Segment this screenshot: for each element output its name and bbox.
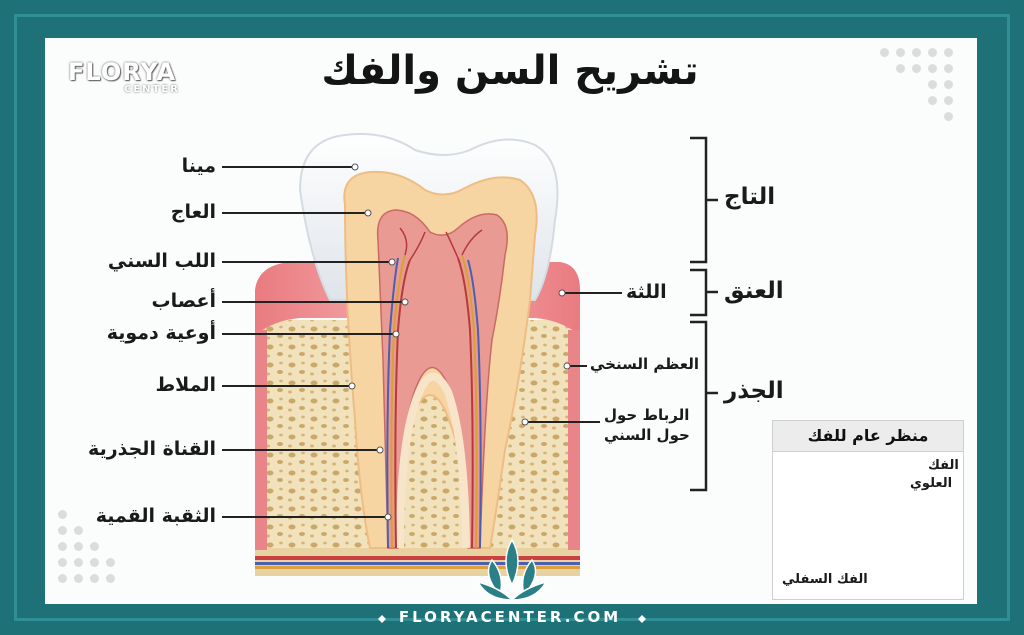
footer-emblem	[476, 538, 548, 601]
brand-sub: CENTER	[124, 84, 180, 95]
label-cementum: الملاط	[155, 374, 216, 396]
label-pdl-line1: الرباط حول	[604, 406, 690, 424]
leader-dots-left	[348, 163, 409, 521]
section-brackets	[690, 136, 718, 492]
label-pdl-line2: حول السني	[604, 426, 690, 444]
root-canal-inner	[396, 372, 470, 549]
label-upper-jaw-2: العلوي	[910, 476, 953, 491]
label-pulp: اللب السني	[107, 250, 216, 272]
leader-lines-left	[222, 166, 405, 518]
label-enamel: مينا	[181, 155, 216, 177]
page-title: تشريح السن والفك	[321, 48, 699, 94]
label-dentin: العاج	[170, 201, 216, 223]
jaw-overview-inset: منظر عام للفك	[772, 420, 964, 600]
footer-diamonds	[378, 615, 646, 623]
brand-name: FLORYA	[68, 58, 177, 86]
label-nerves: أعصاب	[151, 290, 216, 312]
section-crown: التاج	[724, 184, 776, 210]
label-root-canal: القناة الجذرية	[88, 438, 216, 460]
label-apical-foramen: الثقبة القمية	[95, 505, 216, 527]
label-lower-jaw: الفك السفلي	[782, 572, 868, 587]
section-root: الجذر	[724, 378, 784, 404]
label-alveolar-bone: العظم السنخي	[590, 355, 699, 373]
label-vessels: أوعية دموية	[106, 322, 216, 344]
brand-logo: FLORYA CENTER	[68, 58, 188, 104]
frame-border	[14, 14, 1010, 621]
nerves-vessels	[386, 227, 483, 549]
label-upper-jaw-1: الفك	[928, 458, 959, 473]
leader-dots-right	[521, 289, 571, 426]
inset-title: منظر عام للفك	[773, 421, 963, 452]
footer-website[interactable]: FLORYACENTER.COM	[398, 608, 622, 626]
label-gum: اللثة	[626, 281, 667, 303]
section-neck: العنق	[724, 278, 784, 304]
